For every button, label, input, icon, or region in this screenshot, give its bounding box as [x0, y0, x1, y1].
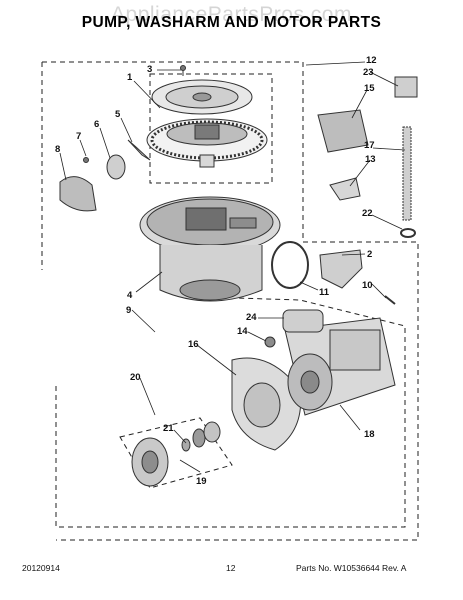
callout-12: 12 — [366, 55, 377, 66]
callout-23: 23 — [363, 67, 374, 78]
pump-cover — [231, 357, 302, 451]
diverter-parts — [59, 139, 151, 212]
callout-5: 5 — [115, 109, 121, 120]
callout-19: 19 — [196, 476, 207, 487]
motor-dashed-box — [55, 297, 406, 528]
bracket-part — [319, 249, 363, 289]
callout-1: 1 — [127, 72, 133, 83]
callout-10: 10 — [362, 280, 373, 291]
outer-dashed-frame — [41, 61, 419, 541]
screw-10 — [384, 295, 396, 305]
callout-15: 15 — [364, 83, 375, 94]
callout-14: 14 — [237, 326, 248, 337]
callout-4: 4 — [127, 290, 133, 301]
callout-11: 11 — [319, 287, 330, 298]
callout-17: 17 — [364, 140, 375, 151]
callout-9: 9 — [126, 305, 131, 316]
impeller-parts — [131, 421, 221, 487]
callout-7: 7 — [76, 131, 81, 142]
footer-date: 20120914 — [22, 563, 60, 573]
callout-18: 18 — [364, 429, 375, 440]
callout-6: 6 — [94, 119, 99, 130]
pump-housing — [139, 196, 281, 302]
capacitor-part — [282, 309, 324, 333]
callout-22: 22 — [362, 208, 373, 219]
watermark: AppliancePartsPros.com — [111, 3, 352, 26]
callout-13: 13 — [365, 154, 376, 165]
callout-24: 24 — [246, 312, 257, 323]
footer-part-number: Parts No. W10536644 Rev. A — [296, 563, 407, 573]
footer-page-number: 12 — [226, 563, 236, 573]
main-motor — [284, 317, 396, 416]
callout-20: 20 — [130, 372, 141, 383]
callout-16: 16 — [188, 339, 199, 350]
callout-8: 8 — [55, 144, 60, 155]
callout-2: 2 — [367, 249, 372, 260]
callout-numbers: 1 2 3 4 5 6 7 8 9 10 11 12 13 14 15 16 1… — [55, 55, 377, 487]
callout-21: 21 — [163, 423, 174, 434]
lower-wash-arm-gear — [146, 118, 268, 168]
page-title: PUMP, WASHARM AND MOTOR PARTS — [81, 14, 382, 31]
callout-3: 3 — [147, 64, 152, 75]
screw-part — [180, 65, 186, 76]
pump-motor-small-parts — [317, 76, 418, 238]
upper-wash-arm — [151, 79, 253, 115]
gasket-ring — [271, 241, 309, 289]
leader-lines — [59, 61, 406, 473]
nut-part — [264, 336, 276, 348]
